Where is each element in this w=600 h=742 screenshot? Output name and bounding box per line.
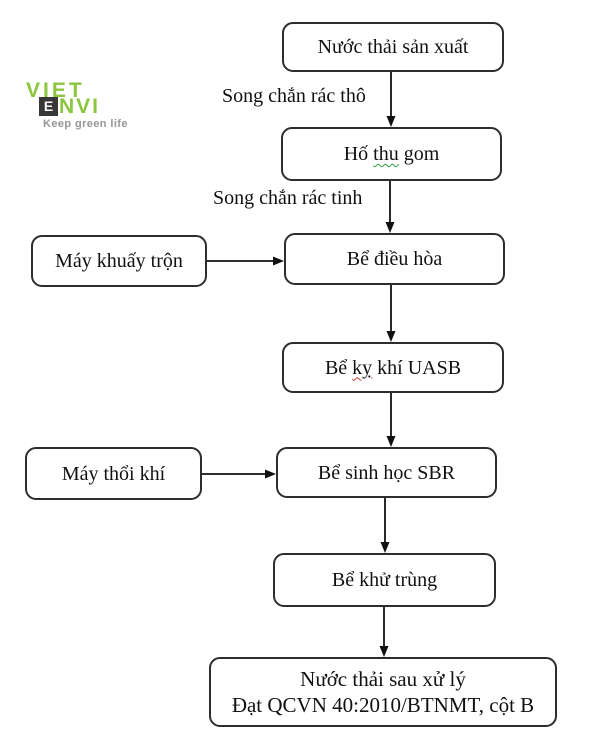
- node-collection-pit-label: Hố thu gom: [344, 142, 440, 166]
- label-part-pre: Hố: [343, 143, 374, 165]
- arrow-sump-to-equalization: [385, 181, 395, 233]
- node-source: Nước thải sản xuất: [282, 22, 504, 72]
- logo-tagline: Keep green life: [43, 118, 128, 130]
- label-part-spellchecked: kỵ: [352, 356, 373, 379]
- node-air-blower: Máy thổi khí: [25, 447, 202, 500]
- node-effluent: Nước thải sau xử lý Đạt QCVN 40:2010/BTN…: [209, 657, 557, 727]
- node-source-label: Nước thải sản xuất: [317, 36, 469, 58]
- vietenvi-logo: VIET E NVI Keep green life: [20, 79, 150, 134]
- node-equalization-tank: Bể điều hòa: [284, 233, 505, 285]
- label-part-post: gom: [398, 143, 440, 165]
- arrow-equalization-to-uasb: [386, 285, 396, 342]
- label-part-post: khí UASB: [372, 356, 462, 379]
- arrow-mixer-to-equalization: [207, 256, 284, 266]
- label-part-pre: Bể: [324, 356, 353, 379]
- arrow-sbr-to-disinfection: [380, 498, 390, 553]
- logo-word-envi-rest: NVI: [59, 95, 101, 118]
- node-disinfection-tank-label: Bể khử trùng: [331, 569, 438, 591]
- node-sbr-tank: Bể sinh học SBR: [276, 447, 497, 498]
- node-disinfection-tank: Bể khử trùng: [273, 553, 496, 607]
- node-collection-pit: Hố thu gom: [281, 127, 502, 181]
- node-mixer: Máy khuấy trộn: [31, 235, 207, 287]
- arrow-disinfection-to-effluent: [379, 607, 389, 657]
- node-sbr-tank-label: Bể sinh học SBR: [317, 461, 456, 484]
- logo-e-mark: E: [39, 97, 58, 116]
- node-mixer-label: Máy khuấy trộn: [55, 250, 183, 272]
- arrow-uasb-to-sbr: [386, 393, 396, 447]
- logo-word-viet: VIET: [26, 79, 85, 102]
- arrow-blower-to-sbr: [202, 469, 276, 479]
- label-part-spellchecked: thu: [373, 143, 399, 165]
- edge-label-coarse-screen: Song chắn rác thô: [222, 85, 366, 107]
- arrow-source-to-sump: [386, 72, 396, 127]
- node-air-blower-label: Máy thổi khí: [61, 462, 166, 485]
- edge-label-fine-screen: Song chắn rác tinh: [213, 187, 363, 209]
- node-uasb-tank: Bể kỵ khí UASB: [282, 342, 504, 393]
- logo-word-envi: E NVI: [39, 95, 101, 118]
- node-uasb-tank-label: Bể kỵ khí UASB: [325, 356, 461, 380]
- node-effluent-line1: Nước thải sau xử lý: [300, 667, 466, 691]
- node-effluent-line2: Đạt QCVN 40:2010/BTNMT, cột B: [231, 693, 535, 717]
- node-equalization-tank-label: Bể điều hòa: [346, 248, 443, 270]
